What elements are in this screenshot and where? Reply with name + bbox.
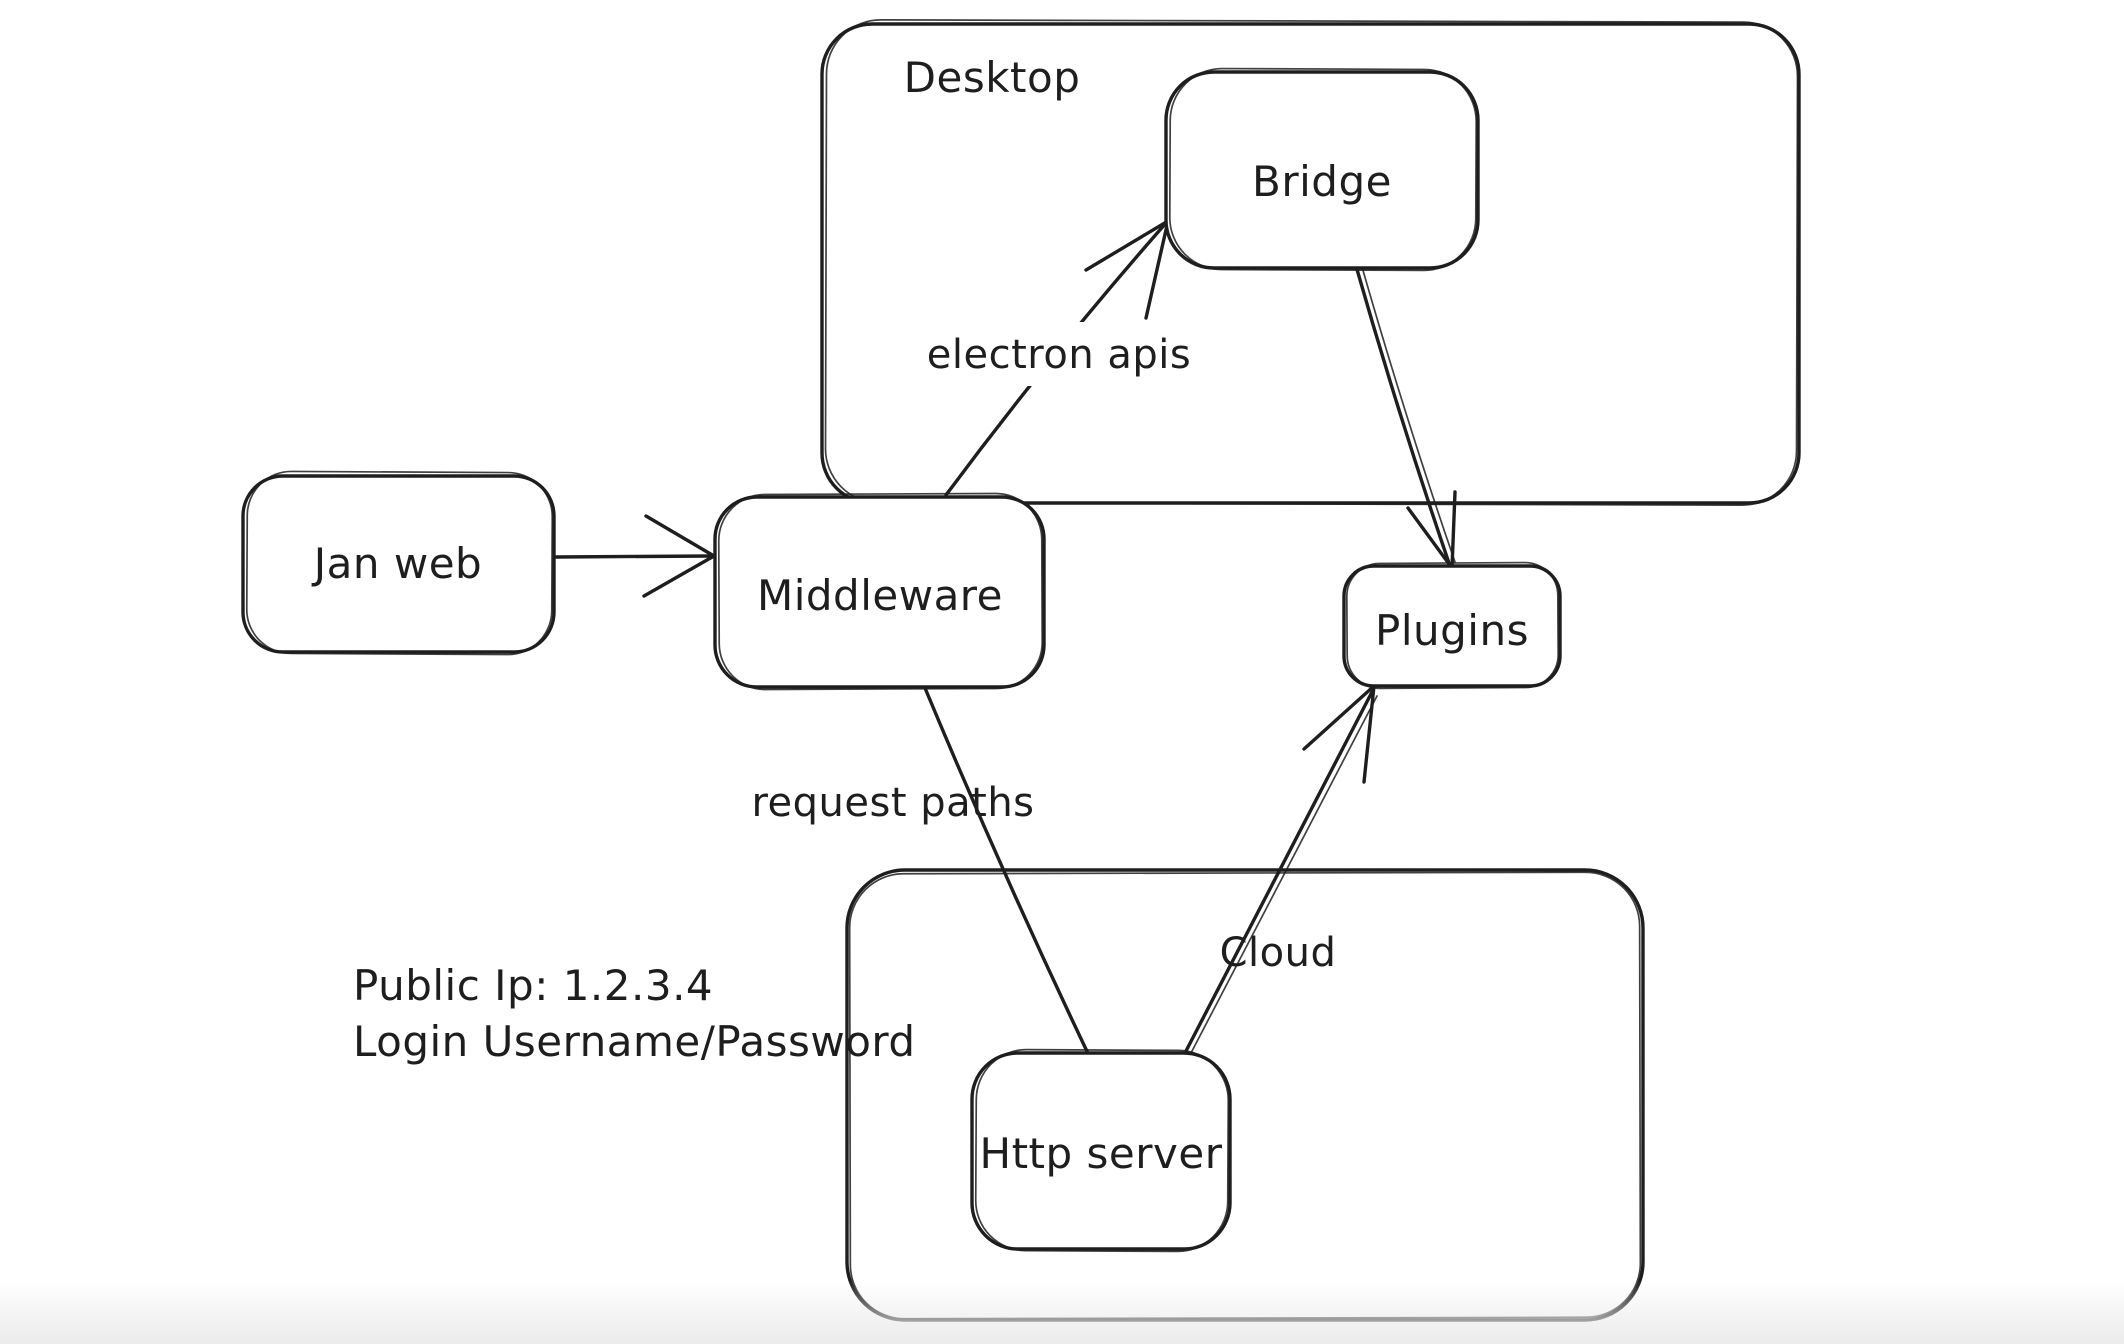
bridge-rect <box>1164 70 1480 270</box>
jan-web-rect <box>241 474 556 654</box>
edge-janweb-middleware[interactable] <box>554 514 716 598</box>
node-middleware[interactable] <box>713 492 1046 691</box>
bridge-label[interactable]: Bridge <box>1252 157 1392 206</box>
edge-line <box>1354 264 1452 568</box>
jan-web-rect-sketch <box>245 470 554 656</box>
plugins-rect <box>1342 564 1562 688</box>
middleware-rect-sketch <box>717 492 1044 691</box>
http-server-label[interactable]: Http server <box>980 1129 1223 1178</box>
annotation-public-ip[interactable]: Public Ip: 1.2.3.4 <box>353 961 713 1010</box>
cloud-label[interactable]: Cloud <box>1220 930 1337 976</box>
middleware-rect <box>713 495 1046 689</box>
node-bridge[interactable] <box>1164 67 1480 272</box>
edge-middleware-httpserver[interactable] <box>923 686 1096 1068</box>
node-jan-web[interactable] <box>241 470 556 656</box>
desktop-label[interactable]: Desktop <box>904 53 1081 102</box>
request-paths-edge-label[interactable]: request paths <box>751 780 1034 826</box>
arrowhead <box>1406 490 1457 570</box>
desktop-rect-sketch <box>824 19 1799 506</box>
node-plugins[interactable] <box>1342 561 1562 690</box>
http-server-rect <box>970 1051 1232 1251</box>
annotation-login[interactable]: Login Username/Password <box>353 1017 916 1066</box>
http-server-rect-sketch <box>974 1048 1230 1253</box>
middleware-label[interactable]: Middleware <box>757 571 1003 620</box>
labels-layer: Desktop Bridge Jan web Middleware Plugin… <box>311 53 1529 1178</box>
electron-apis-label-bg <box>915 322 1205 386</box>
plugins-label[interactable]: Plugins <box>1375 606 1529 655</box>
edge-line <box>923 686 1096 1068</box>
arrowhead <box>1084 219 1170 320</box>
bridge-rect-sketch <box>1168 67 1478 272</box>
edge-line-sketch <box>1190 695 1378 1054</box>
edge-line <box>554 554 714 559</box>
edge-line <box>1184 690 1374 1053</box>
jan-web-label[interactable]: Jan web <box>311 539 482 588</box>
node-http-server[interactable] <box>970 1048 1232 1253</box>
electron-apis-edge-label[interactable]: electron apis <box>927 332 1191 378</box>
plugins-rect-sketch <box>1345 561 1560 690</box>
arrowhead <box>1302 684 1376 784</box>
edge-line-sketch <box>1361 266 1456 563</box>
edge-bridge-plugins[interactable] <box>1354 264 1457 570</box>
edge-httpserver-plugins[interactable] <box>1184 684 1378 1054</box>
